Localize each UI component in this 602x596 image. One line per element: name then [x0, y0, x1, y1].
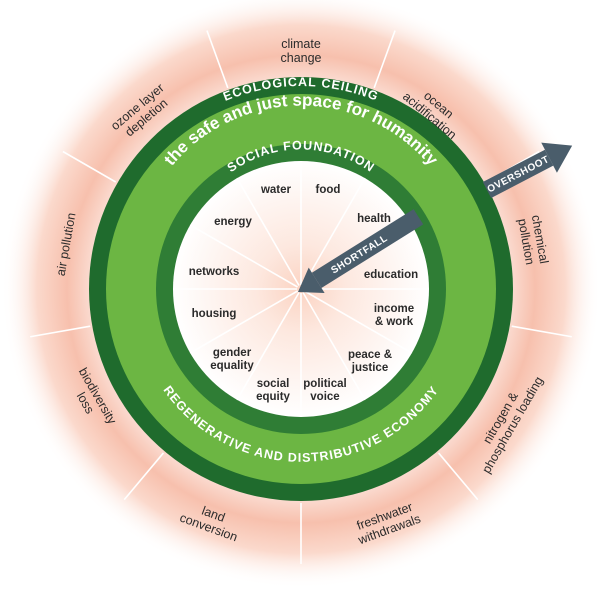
label-line: equality	[210, 360, 254, 372]
label-line: equity	[256, 391, 290, 403]
inner-divider-line	[236, 177, 300, 286]
label-line: & work	[375, 316, 414, 328]
outer-divider-line	[62, 150, 117, 183]
outer-divider-line	[123, 452, 165, 501]
label-food: food	[316, 184, 341, 196]
label-line: food	[316, 184, 341, 196]
label-education: education	[364, 269, 418, 281]
label-line: energy	[214, 216, 252, 228]
outer-divider-line	[373, 30, 396, 89]
inner-divider-line	[302, 177, 366, 286]
label-line: housing	[192, 308, 237, 320]
label-line: peace &	[348, 349, 392, 361]
social-foundation-labels: food health education income& work peace…	[189, 184, 418, 403]
outer-divider-line	[206, 30, 229, 89]
label-networks: networks	[189, 266, 240, 278]
label-line: voice	[310, 391, 339, 403]
label-line: climate	[281, 37, 321, 51]
inner-divider-line	[189, 224, 298, 288]
inner-divider-line	[236, 292, 300, 401]
inner-divider-line	[304, 290, 413, 354]
label-housing: housing	[192, 308, 237, 320]
label-income: income& work	[374, 303, 414, 328]
label-water: water	[260, 184, 292, 196]
label-energy: energy	[214, 216, 252, 228]
label-line: justice	[351, 362, 388, 374]
label-line: networks	[189, 266, 240, 278]
label-line: political	[303, 378, 346, 390]
label-line: income	[374, 303, 414, 315]
label-health: health	[357, 213, 391, 225]
label-line: social	[257, 378, 290, 390]
label-line: health	[357, 213, 391, 225]
outer-divider-line	[511, 325, 572, 338]
label-line: gender	[213, 347, 252, 359]
outer-divider-line	[437, 452, 479, 501]
inner-divider-line	[189, 290, 298, 354]
inner-divider-line	[302, 292, 366, 401]
label-line: water	[260, 184, 292, 196]
label-line: change	[280, 51, 321, 65]
outer-divider-line	[30, 325, 91, 338]
label-peace: peace &justice	[348, 349, 392, 374]
label-line: education	[364, 269, 418, 281]
